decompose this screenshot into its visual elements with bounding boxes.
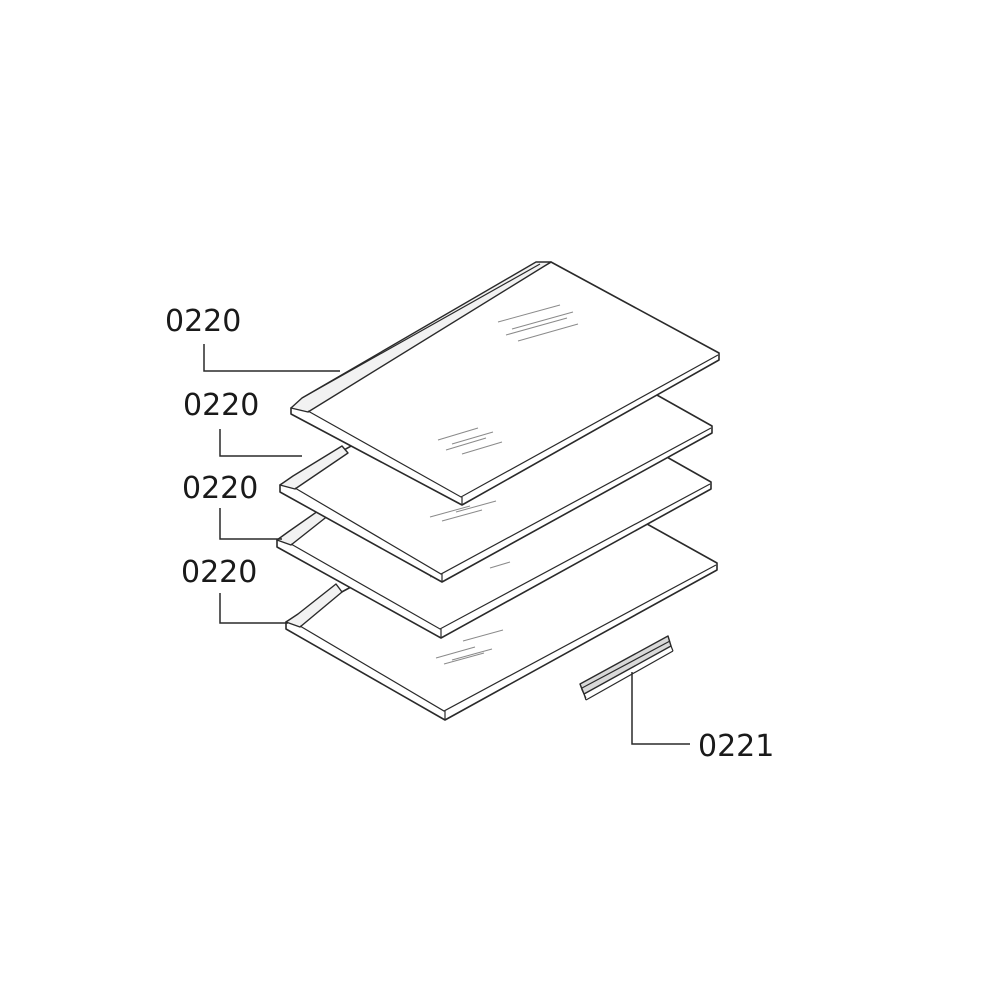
glass-shelf-1 (290, 261, 720, 506)
part-number-label-3: 0220 (182, 471, 259, 506)
leader-line-3 (219, 508, 282, 540)
leader-line-4 (219, 593, 288, 624)
part-number-label-4: 0220 (181, 555, 258, 590)
edge-profile-part (579, 635, 674, 701)
part-number-label-5: 0221 (698, 729, 775, 764)
part-number-label-2: 0220 (183, 388, 260, 423)
part-number-label-1: 0220 (165, 304, 242, 339)
leader-line-2 (219, 429, 302, 457)
leader-line-5 (631, 672, 690, 745)
leader-line-1 (203, 344, 340, 372)
leader-lines (203, 344, 690, 745)
